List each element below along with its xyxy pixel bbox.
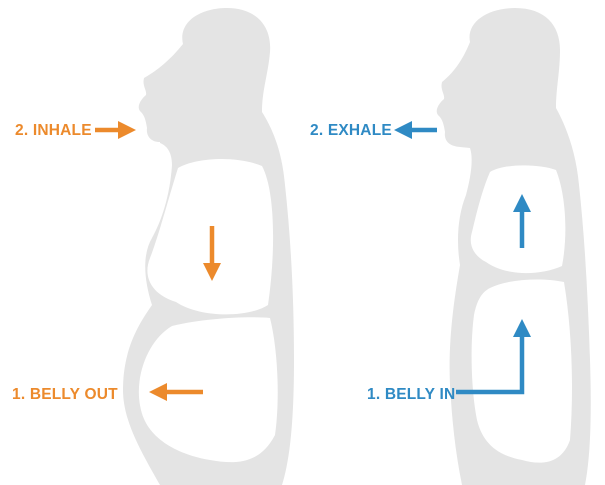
belly-out-step-label: 1. BELLY OUT	[12, 386, 118, 403]
exhale-step-label: 2. EXHALE	[310, 122, 392, 139]
inhale-panel: 2. INHALE 1. BELLY OUT	[12, 8, 294, 485]
belly-in-step-label: 1. BELLY IN	[367, 386, 455, 403]
inhale-step-label: 2. INHALE	[15, 122, 92, 139]
exhale-panel: 2. EXHALE 1. BELLY IN	[310, 8, 591, 485]
